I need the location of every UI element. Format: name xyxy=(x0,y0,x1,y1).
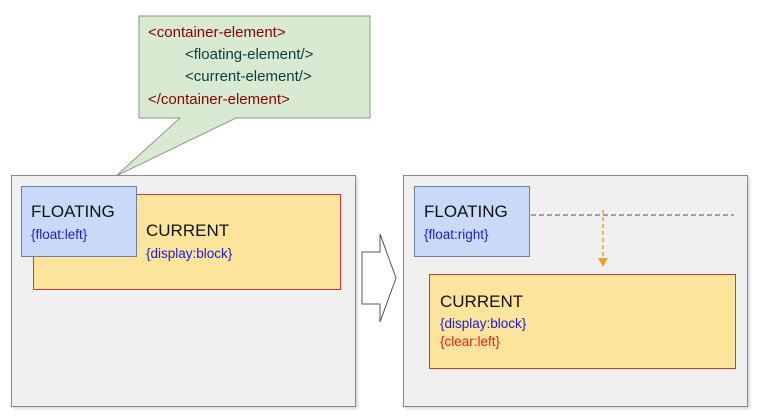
right-container: FLOATING {float:right} CURRENT {display:… xyxy=(403,175,748,407)
right-floating-title: FLOATING xyxy=(424,202,508,221)
left-container: CURRENT {display:block} FLOATING {float:… xyxy=(11,175,356,407)
right-floating-element: FLOATING {float:right} xyxy=(414,186,530,257)
right-floating-rule: {float:right} xyxy=(424,227,489,242)
clear-shift-arrow-head xyxy=(598,258,608,267)
left-current-rule: {display:block} xyxy=(146,246,233,261)
left-floating-rule: {float:left} xyxy=(31,227,88,242)
left-floating-title: FLOATING xyxy=(31,202,115,221)
code-floating-element: <floating-element/> xyxy=(185,46,314,63)
right-current-title: CURRENT xyxy=(440,292,524,311)
block-arrow-right-icon xyxy=(361,233,397,323)
code-current-element: <current-element/> xyxy=(185,68,312,85)
left-floating-element: FLOATING {float:left} xyxy=(21,186,137,257)
code-container-open: <container-element> xyxy=(148,24,286,41)
left-current-title: CURRENT xyxy=(146,221,230,240)
right-current-rule-clear: {clear:left} xyxy=(440,334,501,349)
code-container-close: </container-element> xyxy=(148,91,290,108)
right-current-rule-display: {display:block} xyxy=(440,316,527,331)
right-current-element: CURRENT {display:block} {clear:left} xyxy=(429,274,736,369)
